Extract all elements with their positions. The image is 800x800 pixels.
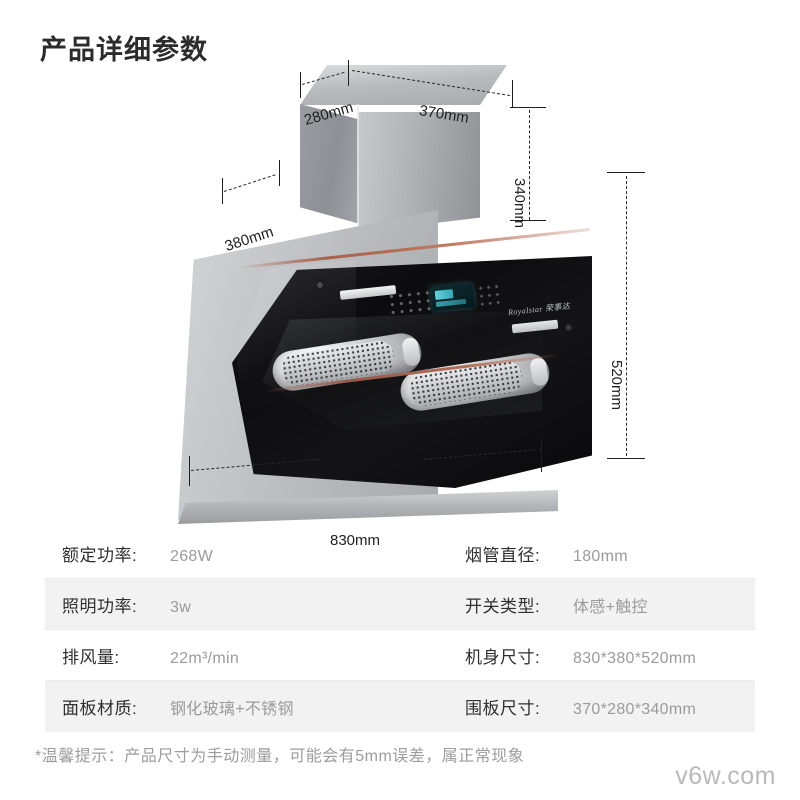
spec-value: 268W <box>170 548 213 565</box>
spec-key: 烟管直径: <box>465 546 541 565</box>
spec-value: 钢化玻璃+不锈钢 <box>170 701 294 718</box>
table-row: 面板材质: 钢化玻璃+不锈钢 围板尺寸: 370*280*340mm <box>45 681 755 732</box>
dim-tick-340-top <box>510 107 546 108</box>
dim-tick-340-bottom <box>510 220 546 221</box>
spec-key: 排风量: <box>62 648 120 667</box>
product-illustration: Royalstar 荣事达 280mm 370mm 340mm 380mm 52… <box>0 60 800 549</box>
site-watermark: v6w.com <box>675 762 776 790</box>
spec-cell-right: 烟管直径: 180mm <box>445 541 755 566</box>
control-keys-right[interactable] <box>476 281 505 307</box>
dim-tick-370-end <box>512 80 513 108</box>
chimney-corner-edge <box>357 104 359 232</box>
spec-cell-left: 面板材质: 钢化玻璃+不锈钢 <box>45 694 445 719</box>
spec-value: 22m³/min <box>170 650 240 667</box>
dim-tick-830-end <box>541 438 542 472</box>
dim-tick-520-top <box>607 172 645 173</box>
spec-cell-right: 围板尺寸: 370*280*340mm <box>445 694 755 719</box>
spec-cell-left: 照明功率: 3w <box>45 592 445 617</box>
dim-tick-380-start <box>222 178 223 204</box>
spec-table: 额定功率: 268W 烟管直径: 180mm 照明功率: 3w 开关类型: 体感… <box>0 528 800 732</box>
spec-value: 370*280*340mm <box>573 701 697 718</box>
dim-line-340 <box>529 110 530 220</box>
table-row: 排风量: 22m³/min 机身尺寸: 830*380*520mm <box>45 630 755 681</box>
spec-key: 面板材质: <box>62 699 138 718</box>
spec-value: 830*380*520mm <box>573 650 697 667</box>
spec-key: 额定功率: <box>62 546 138 565</box>
dim-line-380 <box>223 174 276 192</box>
table-row: 额定功率: 268W 烟管直径: 180mm <box>45 528 755 579</box>
spec-cell-right: 机身尺寸: 830*380*520mm <box>445 643 755 668</box>
spec-key: 机身尺寸: <box>465 648 541 667</box>
spec-value: 180mm <box>573 548 628 565</box>
chimney-left-face <box>300 104 360 224</box>
dim-tick-830-start <box>189 456 190 486</box>
spec-cell-right: 开关类型: 体感+触控 <box>445 592 755 617</box>
disclaimer-note: *温馨提示：产品尺寸为手动测量，可能会有5mm误差，属正常现象 <box>35 748 525 765</box>
spec-key: 开关类型: <box>465 597 541 616</box>
chimney-front-face <box>359 112 480 232</box>
spec-key: 围板尺寸: <box>465 699 541 718</box>
dimension-label-520mm: 520mm <box>608 360 625 411</box>
spec-cell-left: 排风量: 22m³/min <box>45 643 445 668</box>
dimension-label-830mm: 830mm <box>330 532 381 549</box>
dim-tick-380-end <box>279 160 280 186</box>
control-keys-left[interactable] <box>386 288 431 317</box>
page-title: 产品详细参数 <box>40 35 208 65</box>
dim-line-520 <box>626 176 627 456</box>
spec-cell-left: 额定功率: 268W <box>45 541 445 566</box>
dim-tick-280-end <box>348 60 349 86</box>
lcd-segment-primary <box>434 289 454 300</box>
power-indicator-icon <box>565 324 572 331</box>
dim-tick-520-bottom <box>607 458 645 459</box>
dim-tick-280-start <box>300 72 301 98</box>
lcd-segment-secondary <box>435 298 467 307</box>
spec-value: 体感+触控 <box>573 599 648 616</box>
chimney-top-face <box>300 65 507 105</box>
lcd-display <box>430 283 475 312</box>
motion-sensor-icon <box>317 282 323 288</box>
table-row: 照明功率: 3w 开关类型: 体感+触控 <box>45 579 755 630</box>
dimension-label-340mm: 340mm <box>511 178 528 229</box>
spec-value: 3w <box>170 599 192 616</box>
spec-key: 照明功率: <box>62 597 138 616</box>
